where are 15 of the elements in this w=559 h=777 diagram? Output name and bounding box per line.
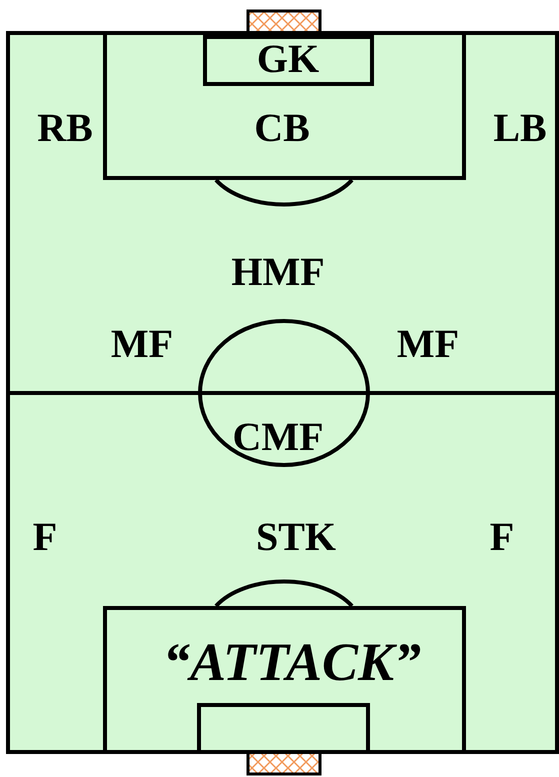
penalty-area bbox=[103, 606, 466, 754]
position-label: LB bbox=[493, 108, 547, 148]
position-label: F bbox=[32, 517, 58, 557]
goal-area bbox=[203, 35, 374, 86]
position-label: GK bbox=[256, 39, 320, 79]
position-label: CMF bbox=[232, 417, 324, 457]
position-label: CB bbox=[254, 108, 310, 148]
position-label: RB bbox=[37, 108, 93, 148]
position-label: MF bbox=[110, 324, 174, 364]
position-label: STK bbox=[256, 517, 336, 557]
position-label: F bbox=[490, 517, 514, 557]
penalty-area bbox=[103, 31, 466, 180]
position-label: MF bbox=[396, 324, 460, 364]
position-label: HMF bbox=[231, 252, 325, 292]
position-label: “ATTACK” bbox=[162, 635, 422, 689]
